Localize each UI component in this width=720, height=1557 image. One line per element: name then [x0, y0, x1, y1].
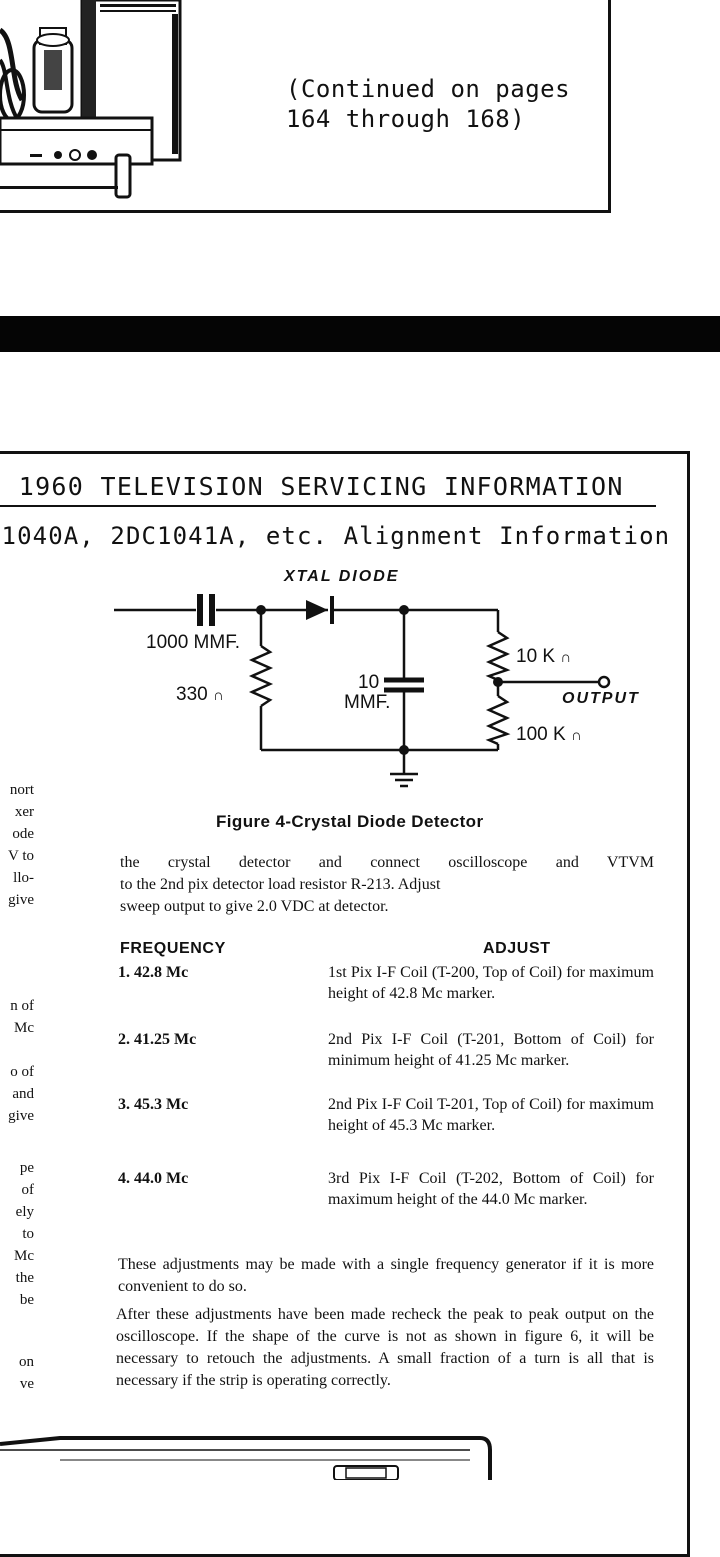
- top-page-frame: [0, 0, 611, 213]
- adjust-column-header: ADJUST: [483, 940, 551, 957]
- res-10k-value: 10 K: [516, 646, 556, 667]
- cap-10-unit: MMF.: [344, 692, 391, 713]
- cap-1000-label: 1000 MMF.: [146, 632, 240, 653]
- left-fragment: and: [12, 1086, 34, 1102]
- note-paragraph-2: After these adjustments have been made r…: [116, 1306, 654, 1389]
- res-330-value: 330: [176, 684, 208, 705]
- left-fragment: llo-: [13, 870, 34, 886]
- left-fragment: V to: [8, 848, 34, 864]
- res-100k-label: 100 K ∩: [516, 724, 582, 746]
- continued-note: (Continued on pages 164 through 168): [286, 74, 570, 134]
- xtal-diode-label: XTAL DIODE: [284, 568, 400, 585]
- left-fragment: the: [15, 1270, 34, 1286]
- table-row-frequency: 3. 45.3 Mc: [118, 1096, 189, 1113]
- intro-line-2: to the 2nd pix detector load resistor R-…: [120, 876, 441, 893]
- left-fragment: give: [8, 1108, 34, 1124]
- table-row-frequency: 1. 42.8 Mc: [118, 964, 189, 981]
- ohm-symbol-2: ∩: [560, 649, 572, 666]
- left-fragment: pe: [19, 1160, 34, 1176]
- output-label: OUTPUT: [562, 690, 640, 707]
- intro-line-1: the crystal detector and connect oscillo…: [120, 854, 654, 871]
- res-10k-label: 10 K ∩: [516, 646, 571, 668]
- left-fragment: ve: [19, 1376, 34, 1392]
- left-fragment: nort: [9, 782, 34, 798]
- table-row-adjust: 2nd Pix I-F Coil (T-201, Bottom of Coil)…: [328, 1031, 654, 1069]
- page-subtitle: C1040A, 2DC1041A, etc. Alignment Informa…: [0, 522, 671, 550]
- schematic-drawing: [114, 594, 611, 788]
- figure-caption: Figure 4-Crystal Diode Detector: [216, 812, 484, 831]
- left-fragment: n of: [10, 998, 34, 1014]
- left-fragment: of: [21, 1182, 35, 1198]
- page-title-text: 1960 TELEVISION SERVICING INFORMATION: [18, 472, 624, 501]
- intro-paragraph: the crystal detector and connect oscillo…: [120, 852, 654, 918]
- left-fragment: be: [19, 1292, 34, 1308]
- cap-10-value: 10: [358, 672, 380, 693]
- left-fragment: Mc: [14, 1020, 34, 1036]
- ohm-symbol-1: ∩: [212, 687, 224, 704]
- left-fragment: to: [22, 1226, 34, 1242]
- title-rule: [0, 505, 656, 507]
- continued-line-2: 164 through 168): [286, 105, 526, 133]
- left-fragment: o of: [10, 1064, 34, 1080]
- note-paragraph-1: These adjustments may be made with a sin…: [118, 1256, 654, 1295]
- res-330-label: 330 ∩: [176, 684, 224, 706]
- frequency-column-header: FREQUENCY: [120, 940, 226, 957]
- bottom-chassis-illustration: [0, 1436, 492, 1480]
- intro-line-3: sweep output to give 2.0 VDC at detector…: [120, 898, 389, 915]
- left-fragment: ely: [15, 1204, 34, 1220]
- ohm-symbol-3: ∩: [570, 727, 582, 744]
- table-row-frequency: 4. 44.0 Mc: [118, 1170, 189, 1187]
- res-100k-value: 100 K: [516, 724, 566, 745]
- table-row-adjust: 3rd Pix I-F Coil (T-202, Bottom of Coil)…: [328, 1170, 654, 1208]
- table-row-adjust: 2nd Pix I-F Coil T-201, Top of Coil) for…: [328, 1096, 654, 1134]
- page-title: ) 1960 TELEVISION SERVICING INFORMATION: [0, 472, 686, 501]
- left-fragment: xer: [14, 804, 34, 820]
- left-fragment: on: [19, 1354, 34, 1370]
- page-divider-band: [0, 316, 720, 352]
- left-fragment: ode: [12, 826, 34, 842]
- left-fragment: give: [8, 892, 34, 908]
- left-fragment: Mc: [14, 1248, 34, 1264]
- crystal-diode-detector-schematic: XTAL DIODE 1000 MMF. 330 ∩ 10 MMF. 10 K …: [100, 562, 660, 802]
- page-title-prefix: ): [0, 472, 2, 501]
- table-row-frequency: 2. 41.25 Mc: [118, 1031, 197, 1048]
- continued-line-1: (Continued on pages: [286, 75, 571, 103]
- table-row-adjust: 1st Pix I-F Coil (T-200, Top of Coil) fo…: [328, 964, 654, 1002]
- chassis-illustration: [0, 0, 182, 199]
